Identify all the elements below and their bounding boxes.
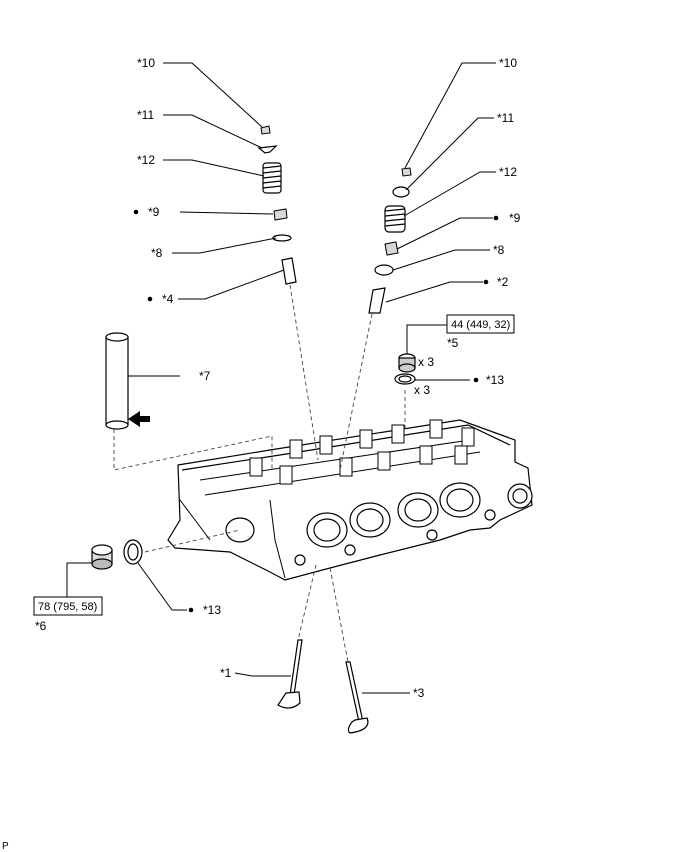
bullet-icon <box>483 279 489 285</box>
label-4: *4 <box>162 292 174 306</box>
valve-guide-bush-right <box>368 287 386 314</box>
label-7: *7 <box>199 369 211 383</box>
gasket-top <box>394 373 416 385</box>
label-3: *3 <box>413 686 425 700</box>
spring-retainer-left <box>257 145 278 154</box>
torque-box-cap <box>33 596 103 616</box>
valve-keeper-right <box>401 167 412 177</box>
label-11-right: *11 <box>497 111 514 125</box>
label-13-bottom: *13 <box>203 603 221 617</box>
valve-stem-seal-left <box>273 208 288 221</box>
label-13-top: *13 <box>486 373 504 387</box>
label-2: *2 <box>497 275 509 289</box>
label-10-left: *10 <box>137 56 155 70</box>
left-arrow-icon <box>128 411 150 427</box>
valve-stem-seal-right <box>384 241 399 256</box>
label-5: *5 <box>447 336 459 350</box>
plug-quantity: x 3 <box>418 355 434 369</box>
figure-code: P <box>2 841 9 852</box>
straight-screw-plug <box>398 353 416 373</box>
label-9-left: *9 <box>148 205 160 219</box>
torque-spec-cap: 78 (795, 58) <box>38 601 97 613</box>
label-11-left: *11 <box>137 108 154 122</box>
leader-lines <box>66 62 496 694</box>
bullet-icon <box>188 607 194 613</box>
bullet-icon <box>493 215 499 221</box>
label-8-left: *8 <box>151 246 163 260</box>
bullet-icon <box>133 209 139 215</box>
label-1: *1 <box>220 666 232 680</box>
label-10-right: *10 <box>499 56 517 70</box>
label-6: *6 <box>35 619 47 633</box>
bullet-icon <box>473 377 479 383</box>
label-12-right: *12 <box>499 165 517 179</box>
bullet-icon <box>147 296 153 302</box>
gasket-bottom <box>123 539 143 565</box>
valve-spring-left <box>262 162 282 194</box>
bullet-icons <box>133 209 499 613</box>
spring-seat-left <box>272 234 292 242</box>
spring-seat-right <box>374 264 394 276</box>
cylinder-head <box>167 419 533 581</box>
valve-keeper-left <box>260 125 271 135</box>
gasket-quantity: x 3 <box>414 383 430 397</box>
label-12-left: *12 <box>137 153 155 167</box>
intake-valve <box>277 639 303 709</box>
valve-spring-right <box>384 205 406 233</box>
spring-retainer-right <box>392 186 410 198</box>
torque-spec-plug: 44 (449, 32) <box>451 319 510 331</box>
label-9-right: *9 <box>509 211 521 225</box>
label-8-right: *8 <box>493 243 505 257</box>
guide-bush-tool <box>105 332 129 430</box>
exhaust-valve <box>345 661 369 734</box>
screw-plug-large <box>91 544 113 570</box>
installation-guide-lines <box>113 284 406 663</box>
valve-guide-bush-left <box>281 257 297 285</box>
torque-box-plug <box>446 314 515 334</box>
